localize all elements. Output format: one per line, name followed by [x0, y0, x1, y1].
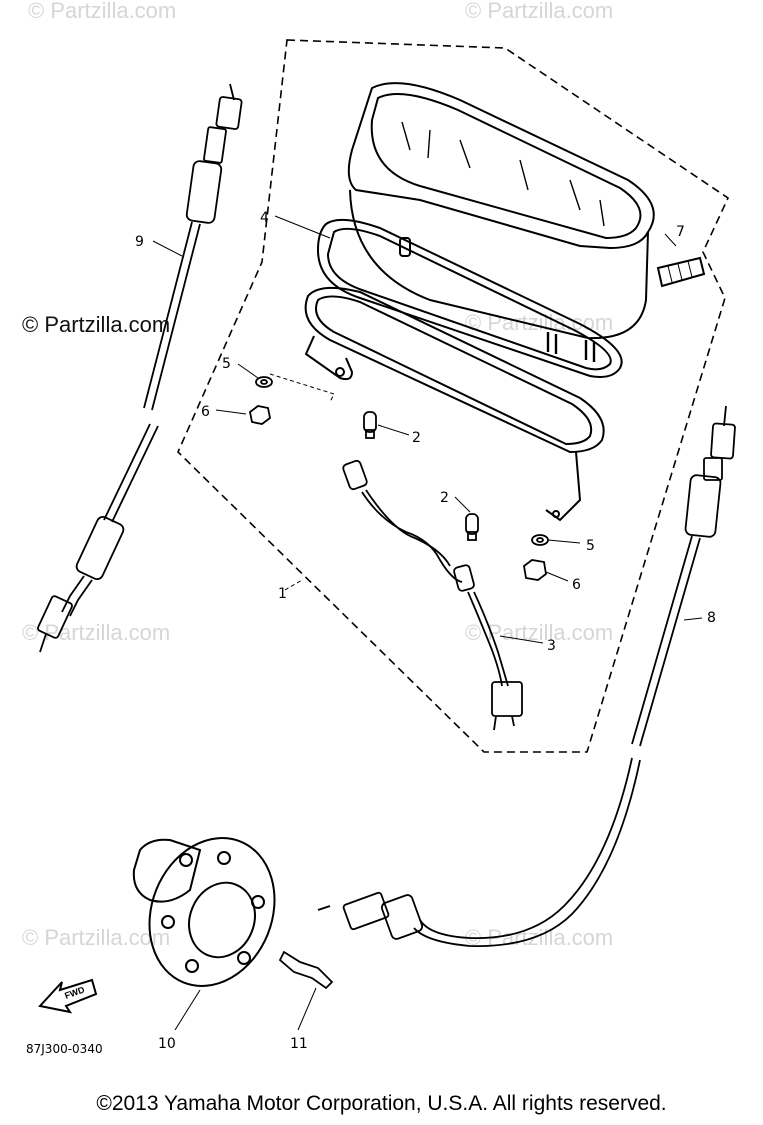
diagram-code: 87J300-0340	[26, 1042, 103, 1056]
callout-11: 11	[290, 1036, 308, 1052]
bulb	[363, 411, 479, 541]
drive-pin	[278, 950, 334, 990]
nut	[249, 405, 547, 581]
meter-housing	[347, 82, 706, 362]
callout-10: 10	[158, 1036, 176, 1052]
watermark-dark: © Partzilla.com	[22, 312, 170, 337]
callout-9: 9	[135, 234, 144, 250]
speedometer-gear-unit	[132, 837, 276, 987]
meter-bracket	[304, 286, 605, 522]
speedometer-cable-left	[37, 83, 243, 653]
callout-5: 5	[586, 538, 595, 554]
callout-8: 8	[707, 610, 716, 626]
watermark: © Partzilla.com	[28, 0, 176, 23]
watermark: © Partzilla.com	[22, 620, 170, 645]
watermark: © Partzilla.com	[465, 0, 613, 23]
callout-7: 7	[676, 224, 685, 240]
callout-2: 2	[440, 490, 449, 506]
gasket	[316, 218, 623, 378]
callout-5: 5	[222, 356, 231, 372]
callout-4: 4	[260, 210, 269, 226]
callout-6: 6	[572, 577, 581, 593]
washer	[255, 376, 549, 546]
leader-lines	[152, 215, 703, 1031]
leader-dashed	[269, 373, 335, 403]
copyright-notice: ©2013 Yamaha Motor Corporation, U.S.A. A…	[96, 1092, 667, 1115]
wire-harness	[342, 459, 523, 731]
callout-1: 1	[278, 586, 287, 602]
watermark: © Partzilla.com	[465, 620, 613, 645]
speedometer-cable-right	[317, 405, 736, 947]
callout-3: 3	[547, 638, 556, 654]
watermark: © Partzilla.com	[22, 925, 170, 950]
assembly-outline	[177, 39, 730, 753]
callout-6: 6	[201, 404, 210, 420]
callout-2: 2	[412, 430, 421, 446]
fwd-arrow-icon	[38, 978, 98, 1014]
